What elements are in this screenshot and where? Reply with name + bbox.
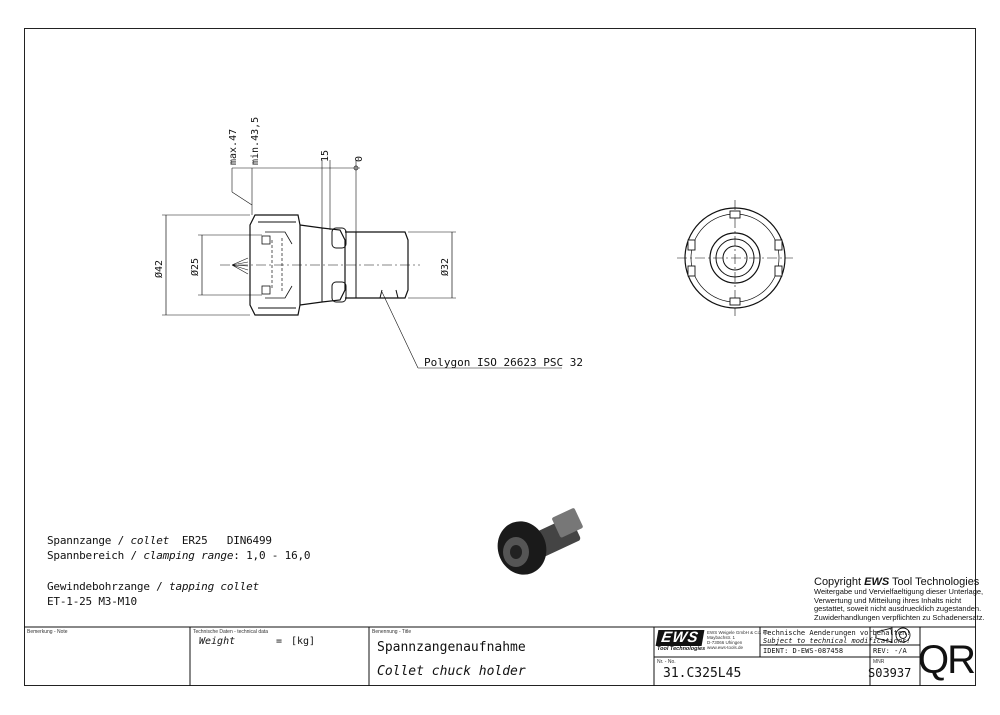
changes-en: Subject to technical modifications! — [763, 637, 911, 645]
dim-0: 0 — [354, 156, 365, 162]
mnr-label: MNR — [873, 659, 885, 665]
dim-dia42: Ø42 — [153, 260, 165, 278]
qr-mark: QR — [918, 638, 976, 682]
nr-label: Nr. - No. — [657, 659, 676, 665]
dim-dia25: Ø25 — [189, 258, 201, 276]
collet-nut-outline — [249, 214, 301, 316]
company-address: EWS Weigele GmbH & Co. KG Maybachstr. 1 … — [707, 630, 770, 650]
dim-dia32: Ø32 — [439, 258, 451, 276]
holder-body-outline — [299, 224, 346, 306]
title-label: Benennung - Title — [372, 629, 412, 635]
tech-label: Technische Daten - technical data — [193, 629, 269, 635]
weight-unit: [kg] — [291, 636, 316, 647]
ews-logo-sub: Tool Technologies — [657, 646, 706, 652]
range-note: Spannbereich / clamping range: 1,0 - 16,… — [47, 549, 311, 562]
mnr-number: S03937 — [868, 666, 912, 680]
holder-3d-render — [497, 508, 583, 575]
front-view — [677, 200, 793, 316]
dim-max: max.47 — [228, 129, 239, 165]
changes-de: Technische Aenderungen vorbehalten! — [763, 629, 911, 637]
tapping-spec: ET-1-25 M3-M10 — [47, 595, 137, 608]
dim-min: min.43,5 — [250, 117, 261, 165]
copyright-block: Copyright EWS Tool Technologies Weiterga… — [814, 576, 985, 622]
rev: REV: -/A — [873, 647, 907, 655]
dim-15: 15 — [320, 150, 331, 162]
collet-note: Spannzange / collet ER25 DIN6499 — [47, 534, 272, 547]
ews-logo: EWS — [655, 629, 705, 646]
ident: IDENT: D-EWS-087458 — [763, 647, 844, 655]
polygon-label: Polygon ISO 26623 PSC 32 — [424, 356, 583, 369]
title-en: Collet chuck holder — [377, 664, 526, 679]
projection-symbol-icon — [875, 627, 911, 643]
drawing-frame — [24, 28, 976, 686]
part-number: 31.C325L45 — [663, 666, 742, 681]
weight-label: Weight — [199, 636, 236, 647]
weight-eq: = — [276, 636, 283, 647]
note-label: Bemerkung - Note — [27, 629, 68, 635]
tapping-note: Gewindebohrzange / tapping collet — [47, 580, 259, 593]
title-de: Spannzangenaufnahme — [377, 640, 526, 655]
